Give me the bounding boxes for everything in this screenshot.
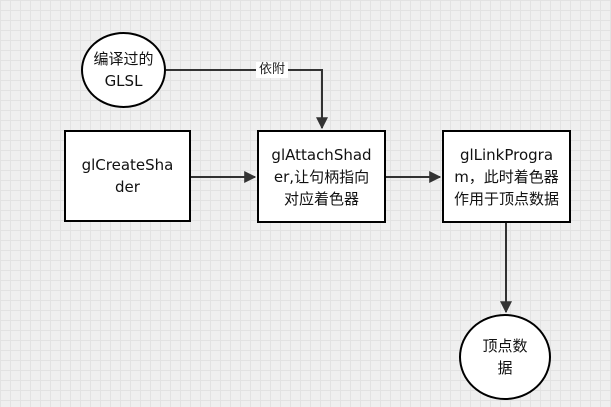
node-gl-create-shader[interactable]: glCreateShader — [64, 130, 191, 222]
node-compiled-glsl-text: 编译过的GLSL — [93, 50, 154, 90]
edge-compiled-glsl-to-attach-shader — [166, 69, 328, 130]
node-gl-link-program-text: glLinkProgram，此时着色器作用于顶点数据 — [453, 145, 559, 208]
node-gl-create-shader-text: glCreateShader — [81, 156, 174, 196]
edge-label-attach: 依附 — [256, 62, 289, 78]
node-gl-link-program[interactable]: glLinkProgram，此时着色器作用于顶点数据 — [442, 130, 571, 223]
node-gl-attach-shader-text: glAttachShader,让句柄指向对应着色器 — [271, 145, 372, 208]
node-vertex-data-text: 顶点数据 — [482, 337, 528, 377]
node-gl-attach-shader[interactable]: glAttachShader,让句柄指向对应着色器 — [257, 130, 386, 223]
node-compiled-glsl[interactable]: 编译过的GLSL — [81, 32, 166, 108]
node-vertex-data[interactable]: 顶点数据 — [459, 314, 551, 400]
